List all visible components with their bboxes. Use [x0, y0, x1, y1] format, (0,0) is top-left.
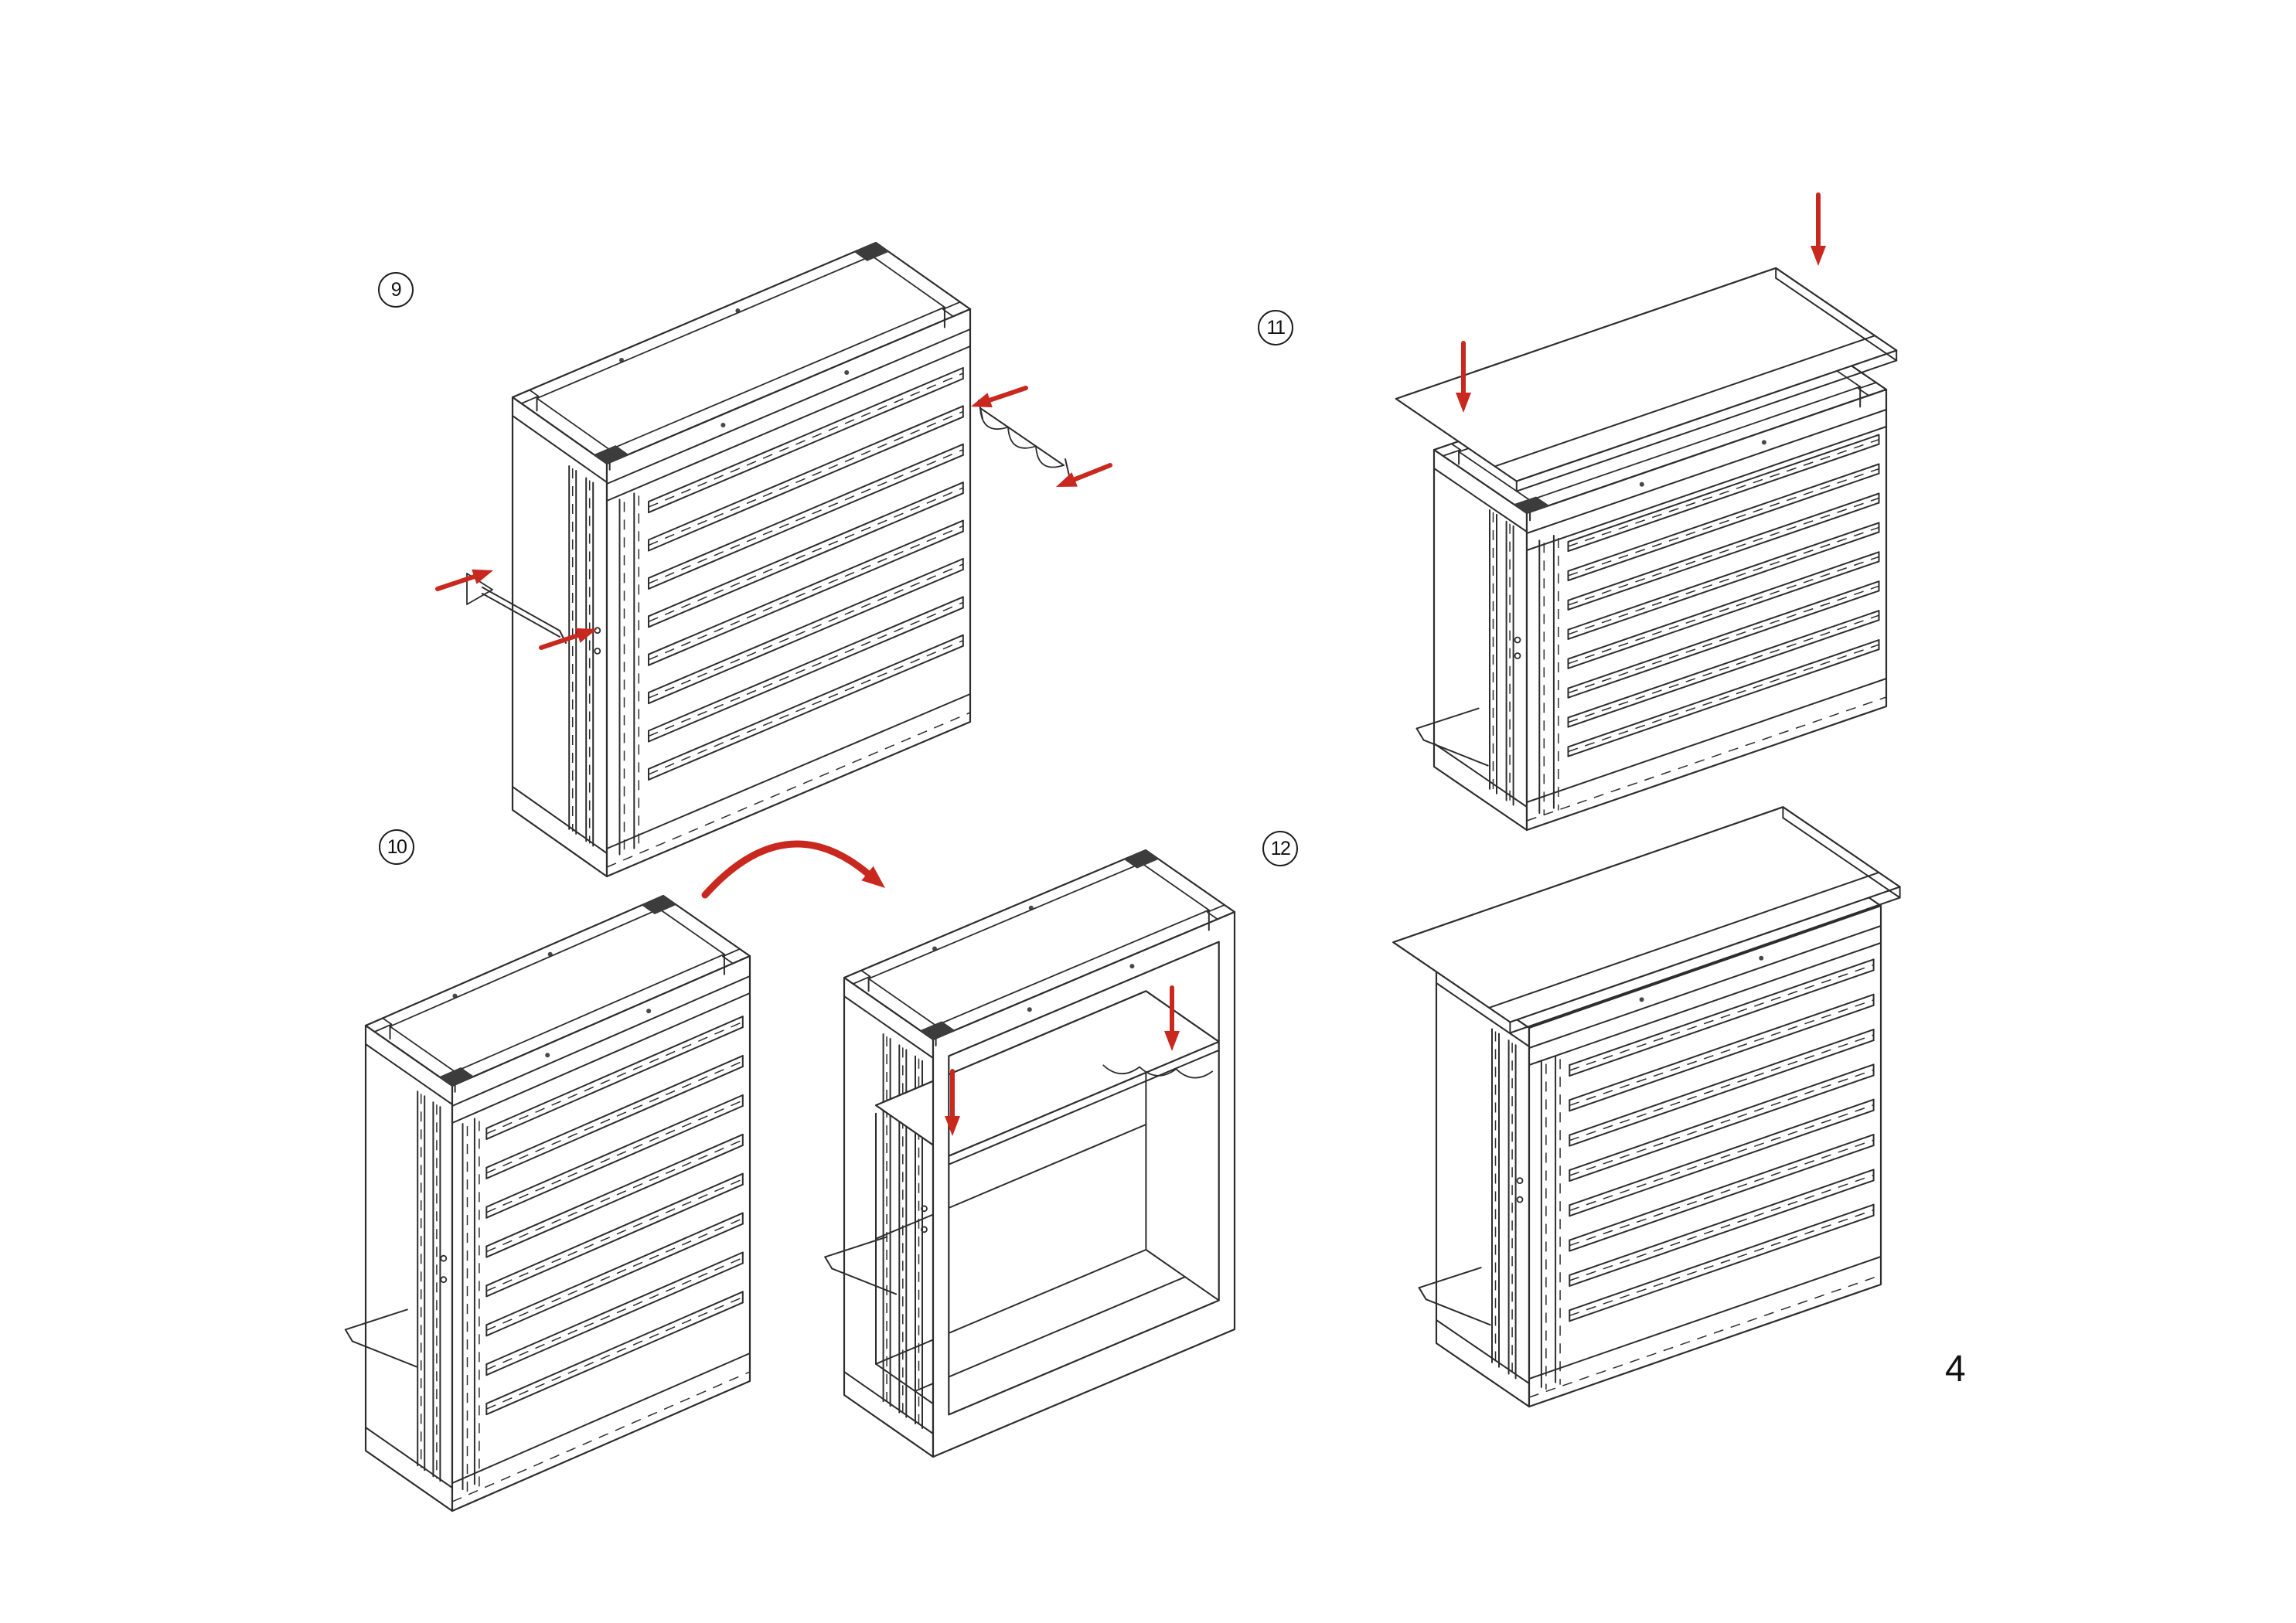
side-handle-bracket — [1418, 1267, 1491, 1326]
side-panel — [1433, 468, 1528, 808]
mount-rod-part — [466, 573, 567, 644]
top-panel — [1395, 267, 1898, 492]
insert-direction-arrow-icon — [1811, 192, 1826, 266]
side-panel — [1436, 982, 1530, 1384]
step-10-badge: 10 — [379, 829, 414, 865]
rotate-direction-arrow-icon — [701, 840, 885, 899]
step-11-figure — [1395, 192, 1898, 832]
slat-panel — [606, 328, 971, 868]
insert-direction-arrow-icon — [539, 628, 597, 650]
support-bracket-part — [978, 400, 1071, 483]
slat-panel — [451, 975, 751, 1502]
top-panel — [1392, 806, 1901, 1034]
side-handle-bracket — [824, 1236, 898, 1295]
step-9-number: 9 — [390, 278, 402, 301]
step-11-badge: 11 — [1258, 310, 1293, 345]
side-panel — [512, 415, 608, 854]
cabinet-line-art — [344, 894, 751, 1512]
insert-direction-arrow-icon — [1056, 463, 1112, 487]
cabinet-line-art — [1395, 267, 1898, 832]
step-12-figure — [1392, 806, 1901, 1408]
insert-direction-arrow-icon — [945, 1069, 960, 1136]
step-10-figure — [344, 840, 1236, 1512]
cabinet-line-art — [511, 241, 972, 878]
step-12-badge: 12 — [1262, 831, 1298, 866]
insert-direction-arrow-icon — [435, 569, 493, 591]
cabinet-line-art — [1392, 806, 1901, 1408]
page-number: 4 — [1945, 1349, 1966, 1390]
insert-direction-arrow-icon — [971, 386, 1028, 408]
side-panel — [365, 1043, 453, 1489]
side-handle-bracket — [1415, 707, 1489, 767]
shelf-support-bracket — [1102, 1064, 1214, 1079]
step-9-badge: 9 — [378, 272, 414, 308]
slat-panel — [1526, 409, 1887, 822]
step-11-number: 11 — [1266, 316, 1286, 339]
slat-panel — [1528, 925, 1882, 1398]
cabinet-line-art — [824, 849, 1236, 1458]
insert-direction-arrow-icon — [1164, 985, 1180, 1051]
step-10-number: 10 — [387, 835, 407, 858]
insert-direction-arrow-icon — [1456, 341, 1471, 413]
step-9-figure — [435, 241, 1112, 878]
side-handle-bracket — [344, 1308, 417, 1368]
step-12-number: 12 — [1270, 837, 1291, 859]
